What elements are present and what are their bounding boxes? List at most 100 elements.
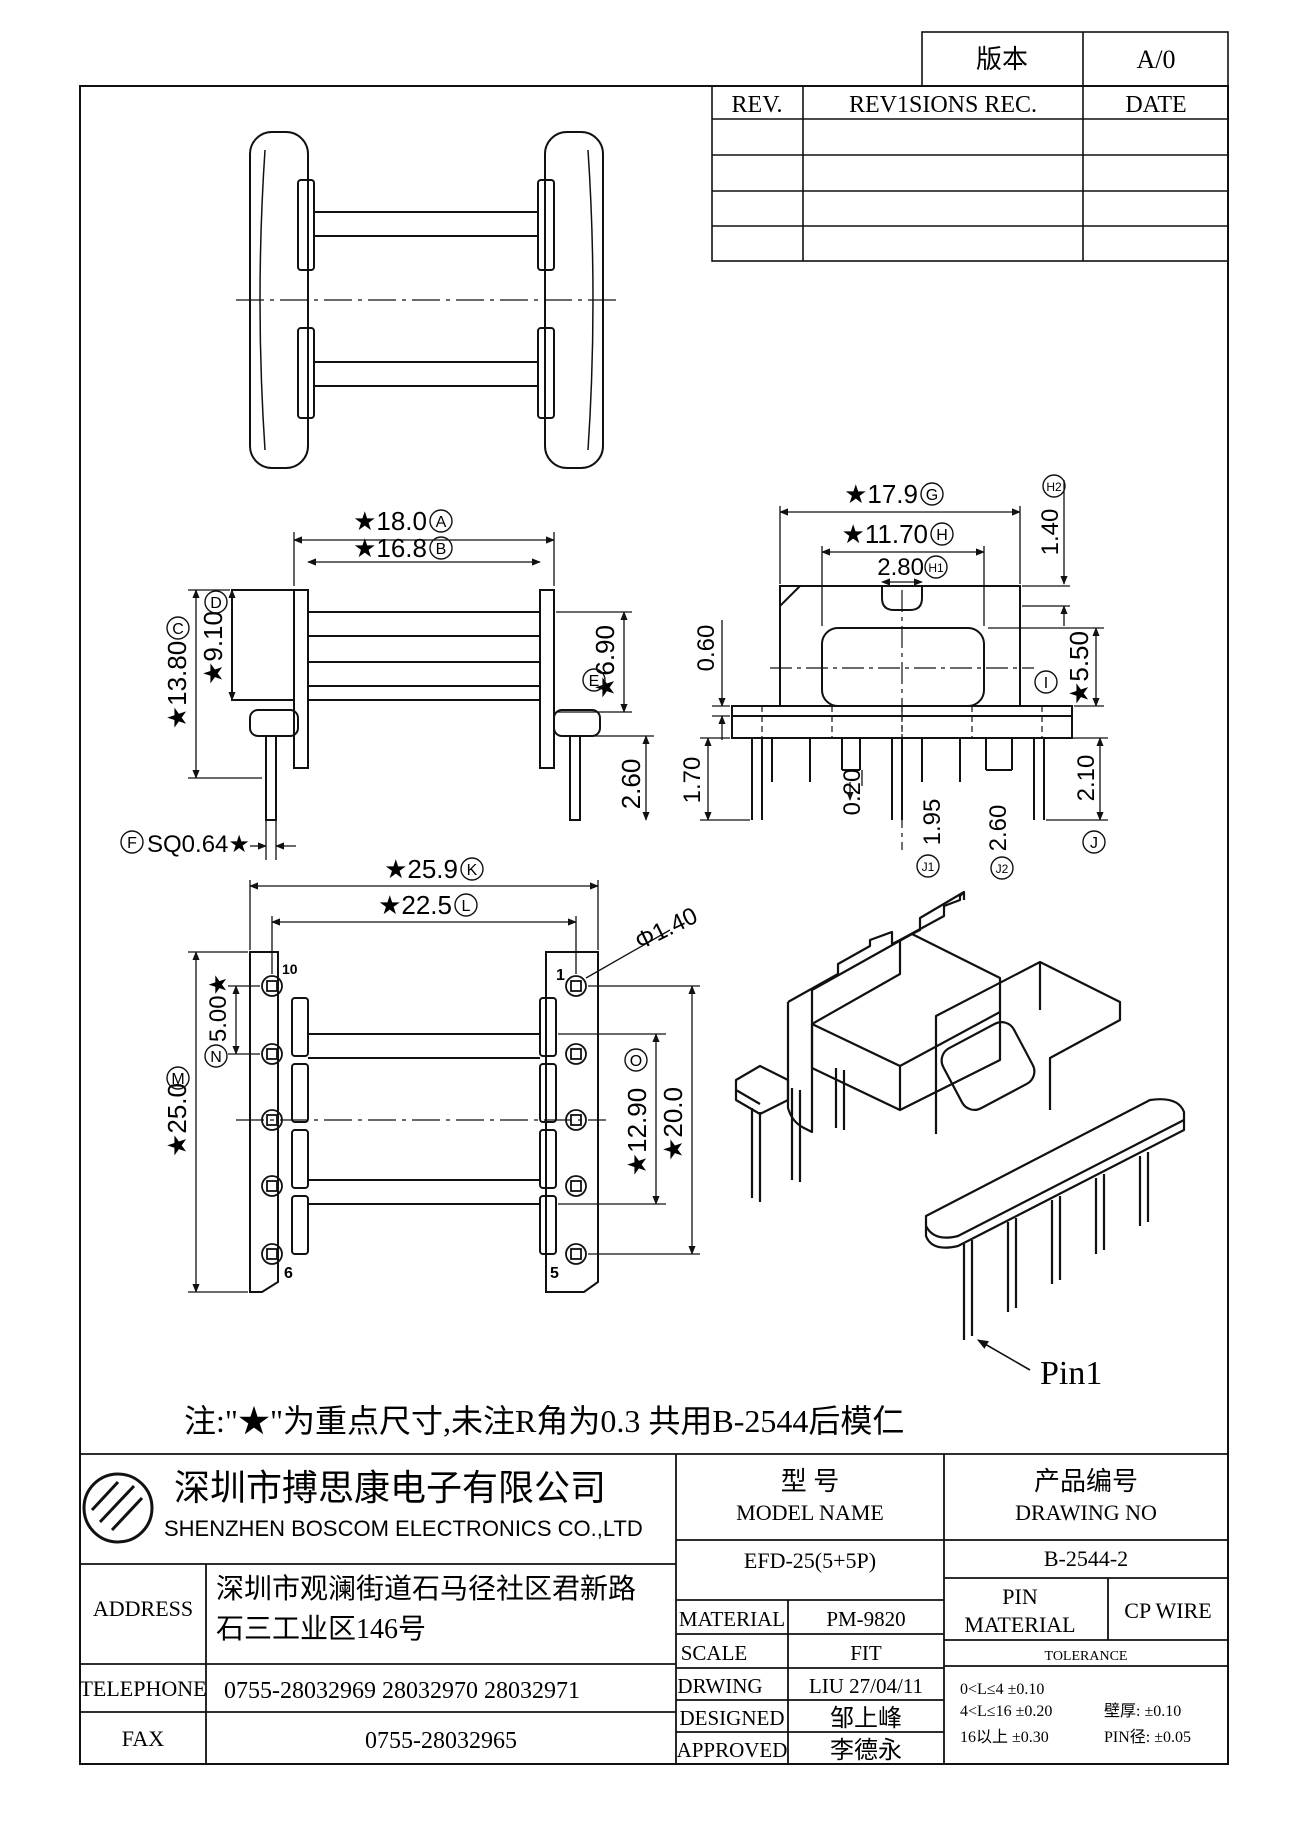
scale-label: SCALE [681,1641,748,1665]
records-col-header: REV1SIONS REC. [849,92,1037,118]
dim-2-10-label: 2.10 [1073,755,1100,802]
tag-j: J [1090,835,1098,852]
approved-label: APPROVED [677,1738,788,1762]
dim-o-label: ★12.90 [622,1088,652,1176]
tag-c-circle [166,616,190,640]
tag-j1: J1 [922,860,935,874]
drawing-no-value: B-2544-2 [1044,1546,1128,1571]
tag-e-circle [582,668,606,692]
dim-k-label: ★25.9 [384,854,458,884]
model-value: EFD-25(5+5P) [744,1548,876,1573]
tag-g: G [926,487,938,504]
drawing-no-en: DRAWING NO [1015,1500,1157,1525]
tag-d-circle [204,590,228,614]
tag-l-circle [454,893,478,917]
address-label: ADDRESS [93,1596,193,1621]
tag-j1-circle [916,854,940,878]
tag-b-circle [429,536,453,560]
dim-p-label: ★20.0 [658,1087,688,1161]
address-line-2: 石三工业区146号 [216,1614,426,1645]
tag-c: C [172,621,184,638]
tag-h-circle [930,522,954,546]
designed-value: 邹上峰 [830,1705,902,1732]
pin-6-label: 6 [284,1265,293,1282]
tag-d: D [210,595,222,612]
tag-o: O [630,1053,642,1070]
tag-h2-circle [1042,474,1066,498]
tag-j-circle [1082,830,1106,854]
tag-f-circle [120,830,144,854]
tag-h: H [936,527,948,544]
drawing-note: 注:"★"为重点尺寸,未注R角为0.3 共用B-2544后模仁 [184,1403,904,1439]
side-view-dims [188,532,654,860]
fax-label: FAX [122,1726,164,1751]
telephone-value: 0755-28032969 28032970 28032971 [224,1678,580,1704]
tag-m-circle [166,1066,190,1090]
dim-phi-label: Φ1.40 [631,902,702,955]
dim-d-label: ★9.10 [198,611,228,685]
end-view [731,585,1073,850]
tag-a: A [436,514,447,531]
telephone-label: TELEPHONE [79,1676,206,1701]
dim-l-label: ★22.5 [378,890,452,920]
dim-g-label: ★17.9 [844,479,918,509]
address-line-1: 深圳市观澜街道石马径社区君新路 [216,1573,636,1605]
tolerance-row-1: 0<L≤4 ±0.10 [960,1681,1044,1698]
approved-value: 李德永 [830,1737,902,1764]
dim-c-label: ★13.80 [162,641,192,729]
tag-j2: J2 [996,862,1009,876]
title-block-grid [80,1453,1228,1764]
tolerance-label: TOLERANCE [1045,1649,1128,1664]
pin-5-label: 5 [550,1265,559,1282]
dim-i-label: ★5.50 [1064,631,1094,705]
date-col-header: DATE [1125,92,1186,118]
dim-1-70-label: 1.70 [679,757,706,804]
tag-a-circle [429,509,453,533]
tag-o-circle [624,1048,648,1072]
dim-h1-label: 2.80 [877,554,924,581]
tag-b: B [436,541,447,558]
company-name-cn: 深圳市搏思康电子有限公司 [174,1468,606,1508]
drawing-label: DRWING [677,1674,762,1698]
dim-0-60-label: 0.60 [693,625,720,672]
tag-m: M [171,1071,184,1088]
model-name-en: MODEL NAME [736,1500,884,1525]
tag-i-circle [1034,670,1058,694]
model-name-cn: 型 号 [781,1467,840,1496]
version-value: A/0 [1137,45,1176,74]
material-value: PM-9820 [826,1607,905,1631]
pin-material-label-2: MATERIAL [964,1612,1075,1637]
dim-2-60-label: 2.60 [985,805,1012,852]
tag-e: E [589,673,600,690]
pin-material-label-1: PIN [1002,1584,1038,1609]
dim-n-label: 5.00★ [205,974,232,1042]
version-label: 版本 [976,45,1028,74]
tag-h1: H1 [928,561,944,575]
scale-value: FIT [850,1641,882,1665]
bottom-view-pins [261,975,587,1265]
tolerance-pin: PIN径: ±0.05 [1104,1728,1191,1746]
drawing-value: LIU 27/04/11 [809,1674,923,1698]
dim-b-label: ★16.8 [353,533,427,563]
tolerance-row-2: 4<L≤16 ±0.20 [960,1703,1052,1720]
tolerance-wall: 壁厚: ±0.10 [1104,1701,1181,1720]
isometric-view [734,890,1186,1371]
tag-k: K [467,862,478,879]
dim-e-label: ★6.90 [590,625,620,699]
company-name-en: SHENZHEN BOSCOM ELECTRONICS CO.,LTD [164,1516,643,1541]
pin1-callout: Pin1 [1040,1355,1102,1392]
dim-pin-length-label: 2.60 [616,759,646,810]
dim-h-label: ★11.70 [842,519,928,549]
drawing-frame [79,85,1229,1765]
company-logo [82,1472,154,1544]
fax-value: 0755-28032965 [365,1728,517,1754]
dim-1-95-label: 1.95 [919,799,946,846]
rev-col-header: REV. [732,92,783,118]
end-view-dims [700,480,1108,821]
pin-10-label: 10 [282,961,298,977]
bottom-view-dims [188,880,700,1293]
tag-i: I [1044,675,1048,692]
tag-n: N [210,1049,222,1066]
dim-f-label: SQ0.64★ [147,831,250,858]
